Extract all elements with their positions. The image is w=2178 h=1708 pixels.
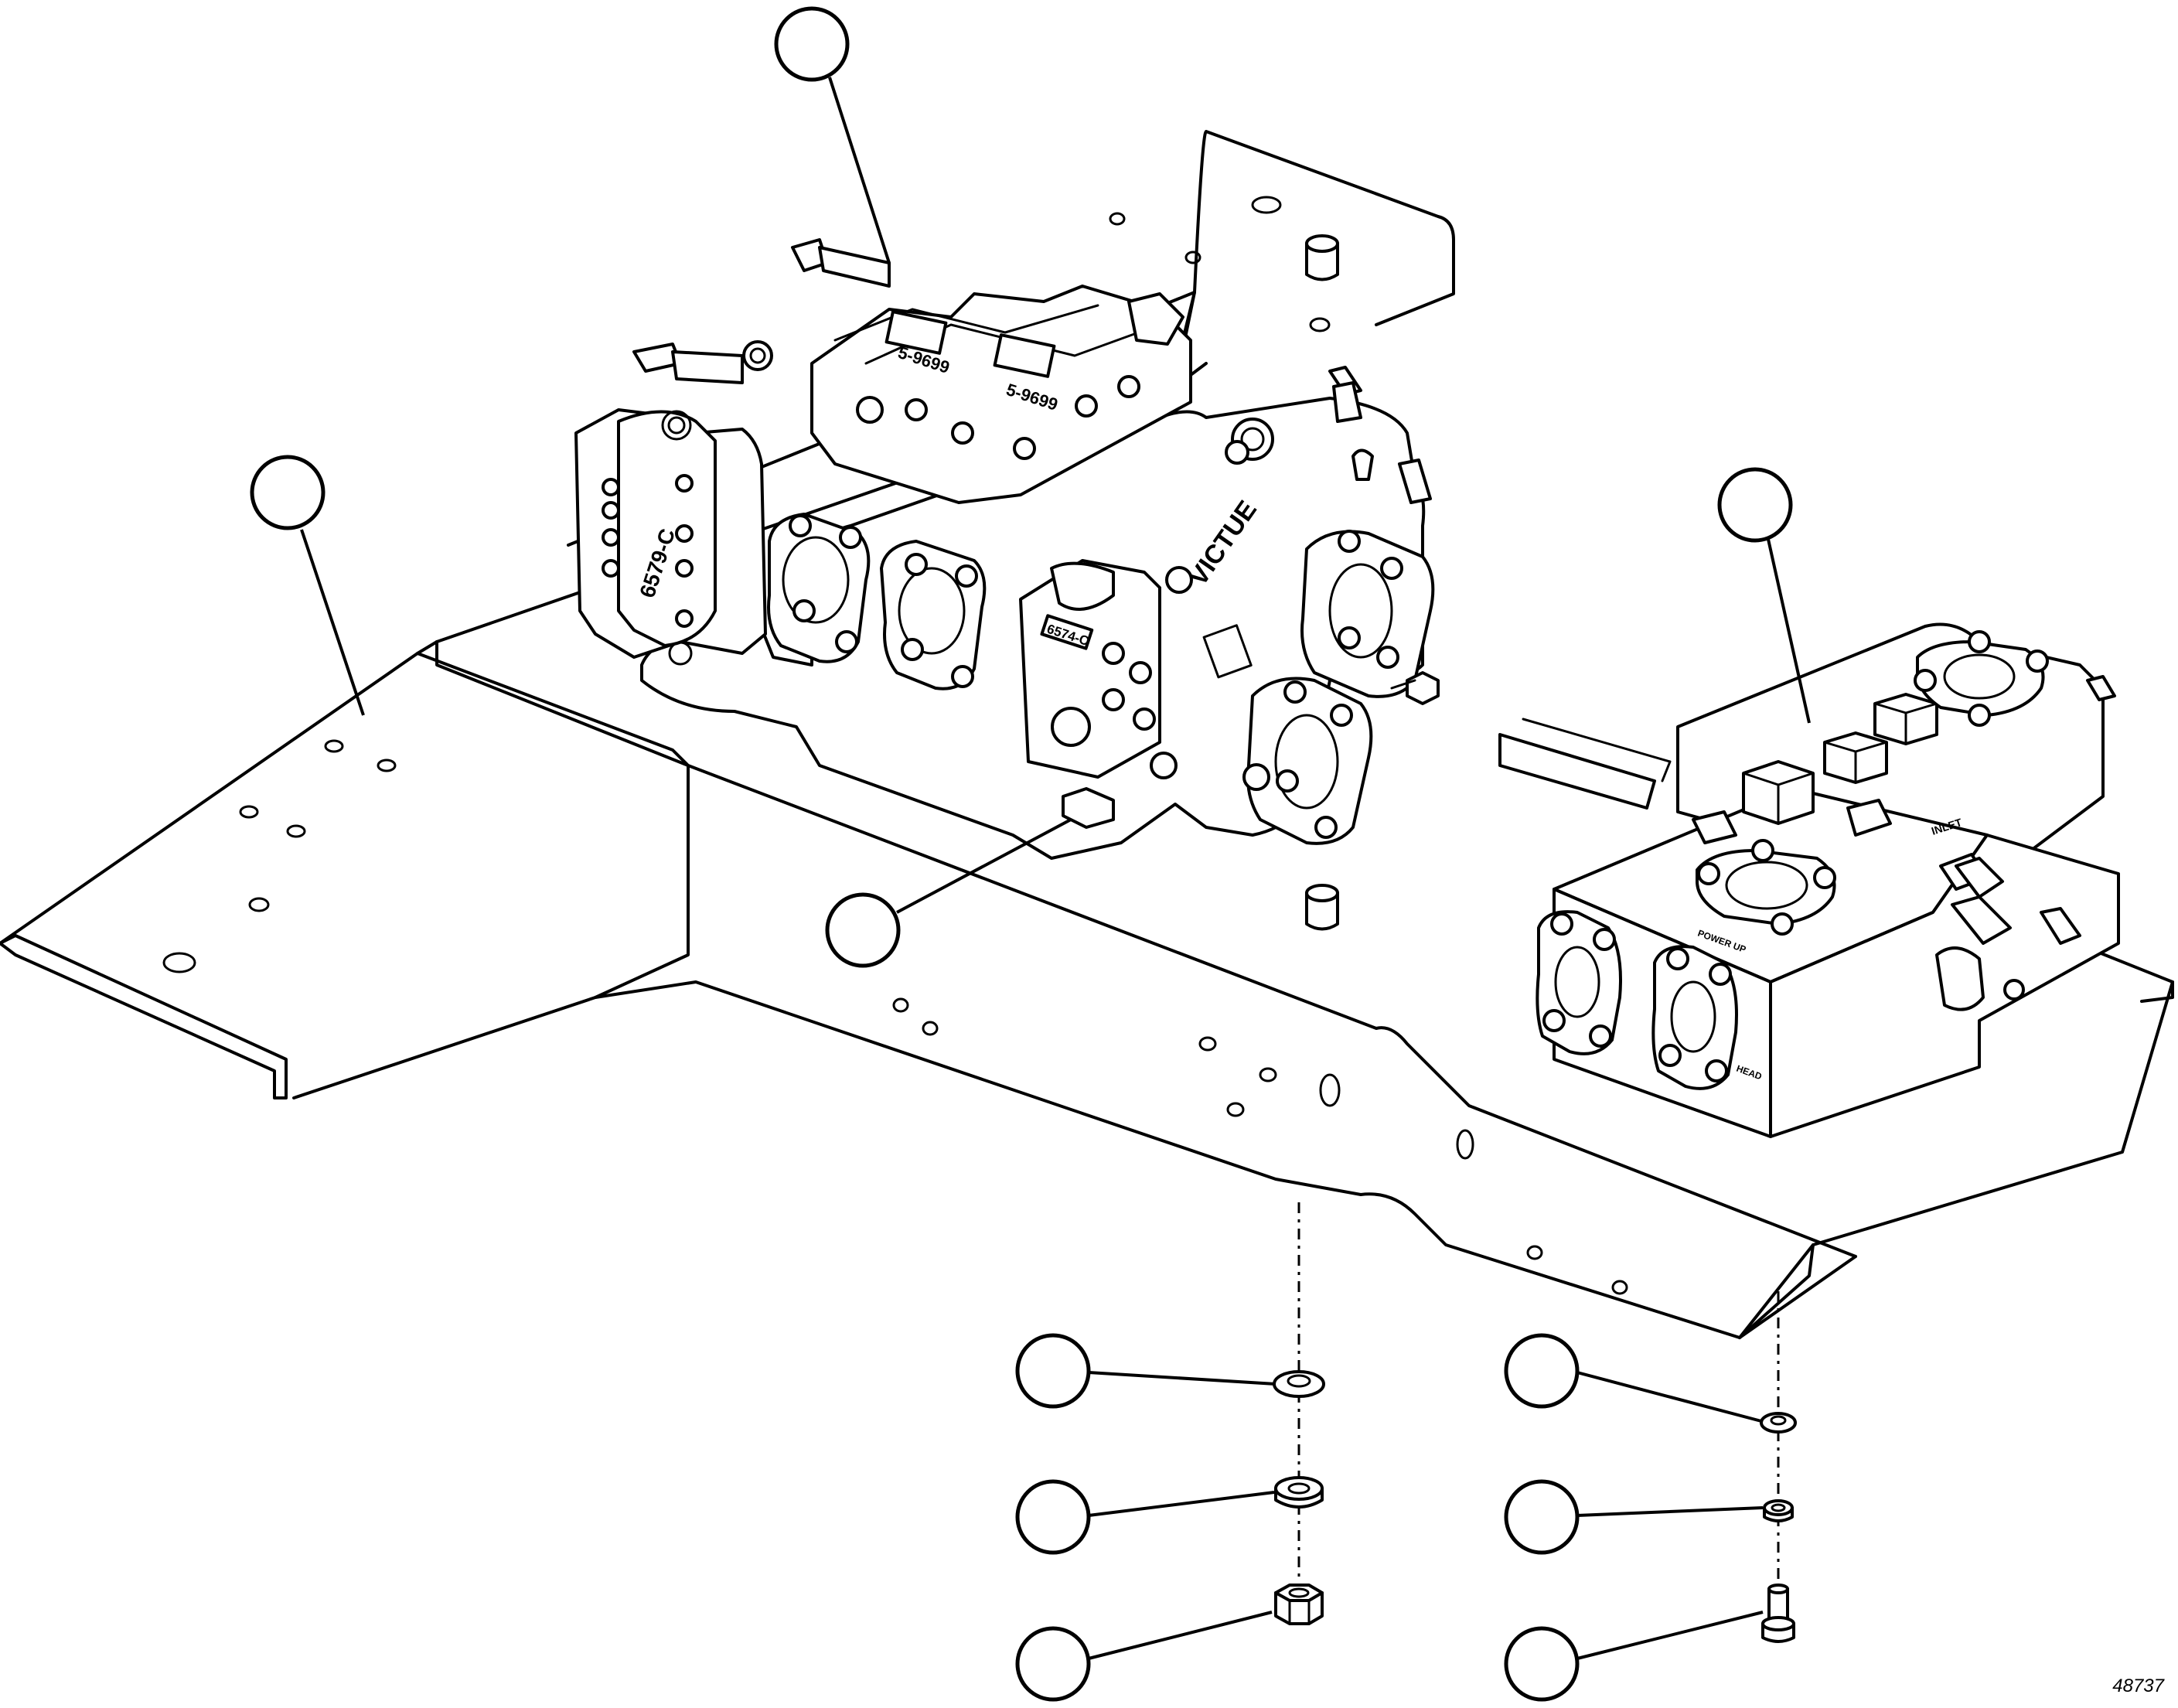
fastener-stack-right (1760, 1291, 1797, 1643)
callout-left-nut (1015, 1626, 1091, 1702)
port-flange-4 (1242, 677, 1373, 845)
callout-leaders (300, 77, 1811, 1660)
right-hex-bolt (1761, 1584, 1795, 1643)
callout-left-lockwasher (1015, 1479, 1091, 1555)
callout-valve-top (774, 6, 850, 82)
control-valve-assembly: 6579-C 5-9699 5-9699 (574, 238, 1440, 860)
callout-left-washer (1015, 1333, 1091, 1409)
manifold-port-1 (1536, 910, 1622, 1055)
callout-right-washer (1504, 1333, 1580, 1409)
manifold-port-2 (1651, 945, 1738, 1090)
right-lock-washer (1763, 1499, 1794, 1522)
callout-manifold (1717, 467, 1793, 543)
port-flange-3 (1300, 530, 1435, 698)
right-flat-washer (1760, 1412, 1797, 1434)
port-flange-2 (880, 540, 987, 690)
callout-right-bolt (1504, 1626, 1580, 1702)
left-lock-washer (1274, 1476, 1324, 1509)
callout-base-plate (250, 455, 326, 530)
left-flat-washer (1273, 1370, 1325, 1398)
callout-right-lockwasher (1504, 1479, 1580, 1555)
manifold-block: INLET POWER UP HEAD (1536, 622, 2120, 1138)
fastener-stack-left (1273, 1202, 1325, 1625)
left-hex-nut (1274, 1584, 1324, 1625)
port-flange-1 (767, 513, 871, 663)
callout-valve-plug (825, 892, 901, 968)
callouts (250, 6, 1793, 1702)
figure-number: 48737 (2112, 1676, 2164, 1696)
